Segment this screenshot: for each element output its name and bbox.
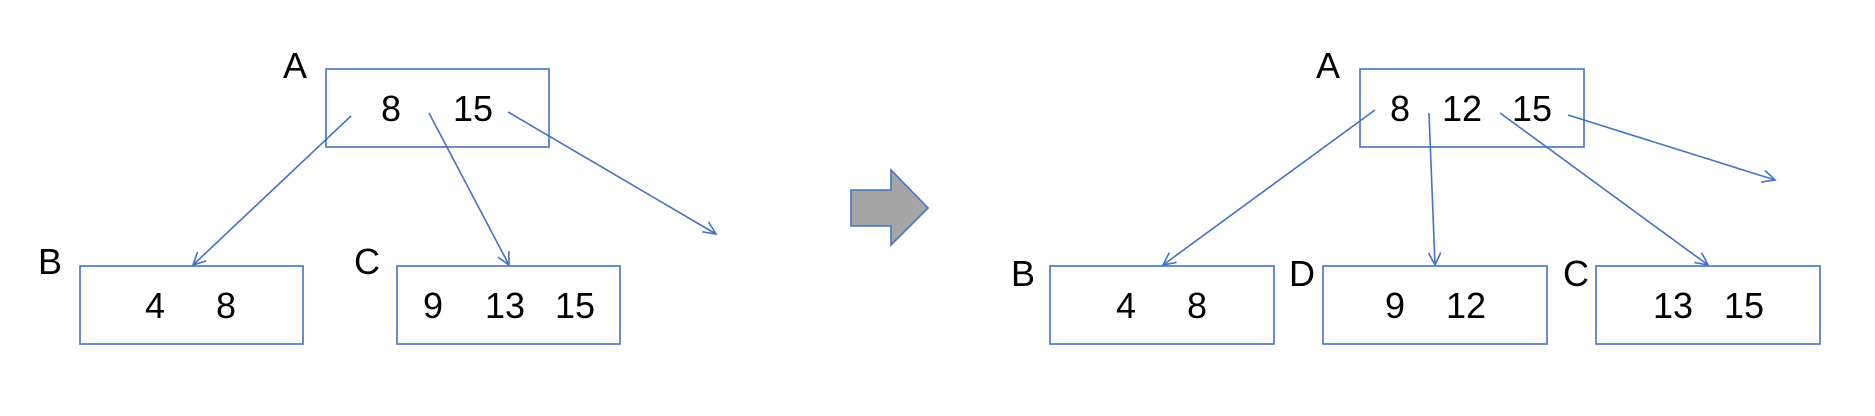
after-node-c-label: C [1563, 253, 1589, 294]
after-node-a: A 8 12 15 [1316, 45, 1585, 148]
before-node-b-key: 8 [216, 285, 236, 326]
after-node-c: C 13 15 [1563, 253, 1821, 345]
before-node-c-label: C [354, 241, 380, 282]
before-node-b: B 4 8 [38, 241, 304, 345]
before-node-a-key: 15 [453, 88, 493, 129]
after-node-b-box [1049, 265, 1275, 345]
after-edge-a-to-b [1161, 109, 1376, 267]
before-node-b-label: B [38, 241, 62, 282]
after-edge-a-to-d [1427, 112, 1442, 267]
after-node-c-box [1595, 265, 1821, 345]
before-tree: A 8 15 B 4 8 C 9 13 15 [38, 45, 718, 345]
after-tree: A 8 12 15 B 4 8 D 9 12 C 13 15 [1011, 45, 1821, 345]
before-node-a-label: A [283, 45, 307, 86]
before-node-c: C 9 13 15 [354, 241, 621, 345]
before-edge-a-to-right [507, 111, 718, 236]
after-node-a-key: 15 [1512, 88, 1552, 129]
after-node-d: D 9 12 [1289, 253, 1548, 345]
before-edge-a-to-c [428, 112, 510, 267]
before-node-a: A 8 15 [283, 45, 550, 148]
before-node-b-key: 4 [145, 285, 165, 326]
after-node-c-key: 15 [1724, 285, 1764, 326]
before-node-c-key: 13 [485, 285, 525, 326]
after-node-b-label: B [1011, 253, 1035, 294]
before-node-c-key: 15 [555, 285, 595, 326]
after-node-b: B 4 8 [1011, 253, 1275, 345]
right-arrow-icon [850, 168, 930, 247]
before-edge-a-to-b [191, 115, 352, 267]
after-node-d-key: 9 [1385, 285, 1405, 326]
after-node-b-key: 8 [1187, 285, 1207, 326]
before-node-c-key: 9 [423, 285, 443, 326]
after-edge-a-to-c [1499, 112, 1710, 267]
before-node-b-box [79, 265, 304, 345]
after-node-d-label: D [1289, 253, 1315, 294]
after-node-d-key: 12 [1446, 285, 1486, 326]
after-edge-a-to-right [1567, 114, 1777, 183]
after-node-a-key: 12 [1442, 88, 1482, 129]
before-node-a-key: 8 [381, 88, 401, 129]
after-node-a-box [1359, 68, 1585, 148]
after-node-a-key: 8 [1390, 88, 1410, 129]
before-node-a-box [325, 68, 550, 148]
after-node-a-label: A [1316, 45, 1340, 86]
after-node-c-key: 13 [1653, 285, 1693, 326]
after-node-b-key: 4 [1116, 285, 1136, 326]
after-node-d-box [1322, 265, 1548, 345]
before-node-c-box [396, 265, 621, 345]
